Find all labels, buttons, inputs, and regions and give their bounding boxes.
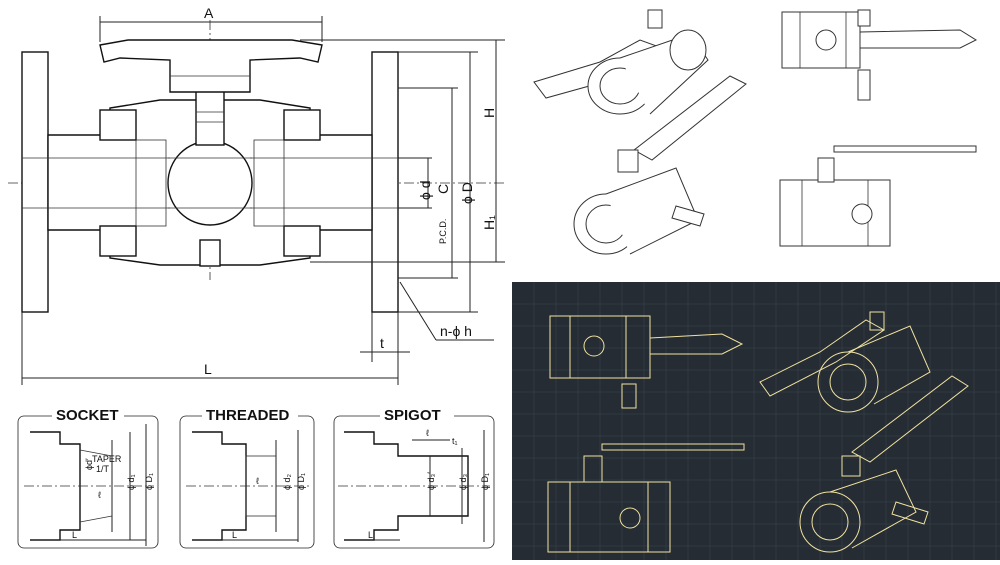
dim-label-phi-d: ϕ d <box>417 180 433 200</box>
spigot-label-D1: ϕ D₁ <box>480 473 490 490</box>
socket-panel: SOCKET ϕd′ TAPER 1/T ℓ ϕ d₁ ϕ D₁ L <box>17 406 159 549</box>
dim-label-h1: H₁ <box>481 215 497 230</box>
threaded-title: THREADED <box>206 407 290 424</box>
spigot-label-d3-prime: ϕ d₃′ <box>426 472 436 490</box>
dim-label-n-phi-h: n-ϕ h <box>440 323 472 339</box>
dim-label-h: H <box>481 108 497 118</box>
socket-label-d1-prime: ϕd′ <box>84 458 94 470</box>
lineart-valve-front <box>781 9 978 101</box>
main-dimensions: A H H₁ ϕ D P.C.D. C ϕ d n-ϕ h t <box>21 5 505 385</box>
spigot-title: SPIGOT <box>384 407 441 424</box>
dim-label-phi-D: ϕ D <box>459 182 475 204</box>
cad-panel <box>512 282 1000 560</box>
socket-title: SOCKET <box>56 407 119 424</box>
socket-label-d1: ϕ d₁ <box>126 474 136 490</box>
cad-valve-iso-1 <box>759 311 931 413</box>
spigot-panel: SPIGOT ℓ t₁ ϕ d₃′ ϕ d₃ ϕ D₁ L <box>333 406 495 549</box>
lineart-valve-iso-2 <box>573 75 747 255</box>
socket-label-D1: ϕ D₁ <box>144 473 154 490</box>
threaded-label-D1: ϕ D₁ <box>296 473 306 490</box>
dim-label-l: L <box>204 361 212 377</box>
spigot-label-l: ℓ <box>426 428 430 438</box>
lineart-valve-side <box>779 145 977 247</box>
socket-label-L: L <box>72 530 77 540</box>
socket-label-l: ℓ <box>98 490 102 500</box>
spigot-label-L: L <box>368 530 373 540</box>
socket-label-taper: TAPER <box>92 454 122 464</box>
dim-label-t: t <box>380 335 384 351</box>
cad-grid <box>512 282 1000 560</box>
spigot-label-d3: ϕ d₃ <box>458 473 468 490</box>
cad-valve-front <box>549 315 744 409</box>
cad-valve-iso-2 <box>799 375 969 553</box>
socket-label-taper-ratio: 1/T <box>96 464 110 474</box>
main-section-drawing <box>8 20 505 313</box>
threaded-label-L: L <box>232 530 237 540</box>
threaded-panel: THREADED ϕ d₂ ℓ ϕ D₁ L <box>179 406 315 549</box>
lineart-valve-iso-1 <box>533 9 709 115</box>
spigot-label-t1: t₁ <box>452 436 458 446</box>
dim-label-pcd: P.C.D. <box>438 219 448 244</box>
threaded-label-d2: ϕ d₂ <box>282 473 292 490</box>
dim-label-a: A <box>204 5 214 21</box>
threaded-label-l: ℓ <box>256 476 260 486</box>
cad-valve-side <box>547 443 745 553</box>
dim-label-c: C <box>435 184 451 194</box>
